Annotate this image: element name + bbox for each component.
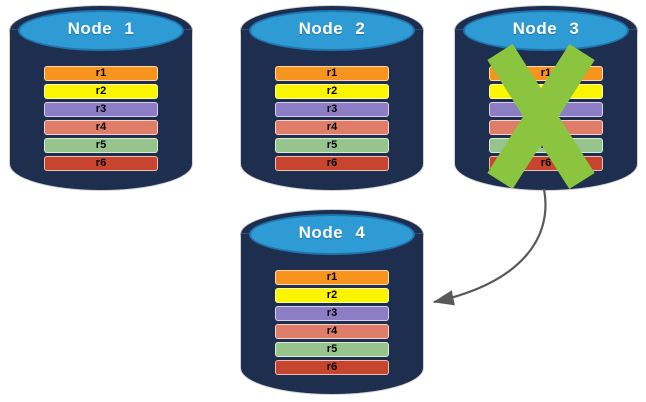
node-3: Node 3 r1 r2 r3 r4 r5 r6 (455, 6, 637, 190)
node-2-title: Node 2 (298, 19, 366, 38)
record-r1: r1 (275, 66, 389, 81)
node-4-title: Node 4 (298, 223, 366, 242)
node-3-records: r1 r2 r3 r4 r5 r6 (489, 66, 603, 171)
record-r5: r5 (275, 342, 389, 357)
node-2: Node 2 r1 r2 r3 r4 r5 r6 (241, 6, 423, 190)
node-4-records: r1 r2 r3 r4 r5 r6 (275, 270, 389, 375)
node-1-records: r1 r2 r3 r4 r5 r6 (44, 66, 158, 171)
node-1-title: Node 1 (67, 19, 135, 38)
record-r4: r4 (489, 120, 603, 135)
node-2-records: r1 r2 r3 r4 r5 r6 (275, 66, 389, 171)
record-r2: r2 (275, 288, 389, 303)
record-r1: r1 (489, 66, 603, 81)
record-r6: r6 (275, 360, 389, 375)
record-r3: r3 (275, 102, 389, 117)
node-4: Node 4 r1 r2 r3 r4 r5 r6 (241, 210, 423, 394)
record-r5: r5 (275, 138, 389, 153)
record-r2: r2 (489, 84, 603, 99)
node-1: Node 1 r1 r2 r3 r4 r5 r6 (10, 6, 192, 190)
record-r3: r3 (44, 102, 158, 117)
failover-arrow (432, 188, 547, 306)
record-r6: r6 (489, 156, 603, 171)
record-r5: r5 (489, 138, 603, 153)
record-r3: r3 (275, 306, 389, 321)
record-r6: r6 (275, 156, 389, 171)
record-r2: r2 (275, 84, 389, 99)
node-2-cylinder-top (249, 10, 415, 51)
node-1-cylinder-top (18, 10, 184, 51)
node-4-cylinder-top (249, 214, 415, 255)
record-r4: r4 (275, 324, 389, 339)
record-r4: r4 (275, 120, 389, 135)
record-r2: r2 (44, 84, 158, 99)
record-r1: r1 (275, 270, 389, 285)
node-3-title: Node 3 (512, 19, 580, 38)
record-r5: r5 (44, 138, 158, 153)
record-r3: r3 (489, 102, 603, 117)
record-r1: r1 (44, 66, 158, 81)
record-r6: r6 (44, 156, 158, 171)
record-r4: r4 (44, 120, 158, 135)
